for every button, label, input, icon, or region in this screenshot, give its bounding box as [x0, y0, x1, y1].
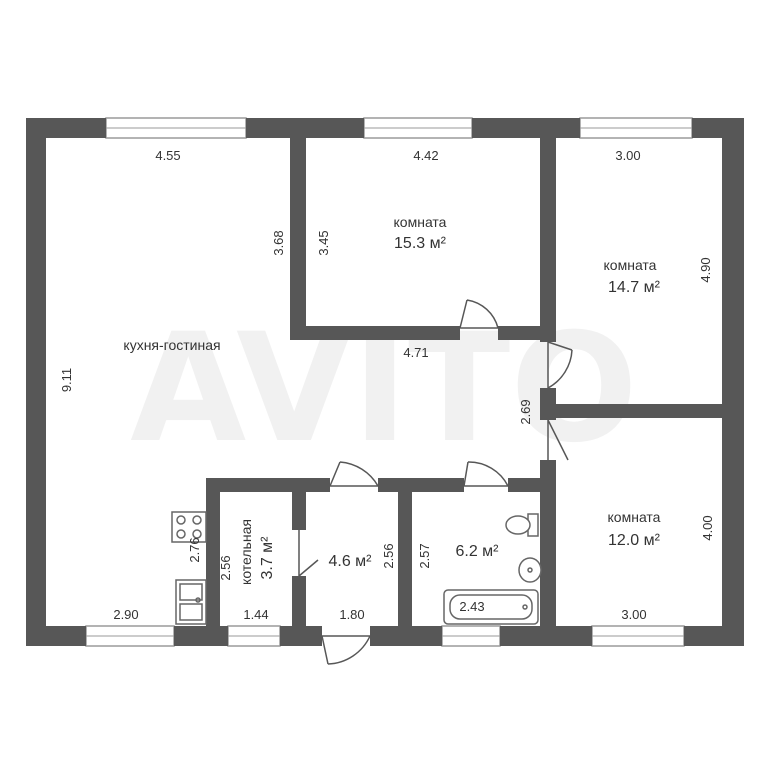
- dim-bathtub-length: 2.43: [459, 599, 484, 614]
- bathroom-area: 6.2 м²: [455, 543, 499, 560]
- boiler-area: 3.7 м²: [259, 536, 276, 580]
- dim-room-right-top-height: 4.90: [698, 257, 713, 282]
- dim-kitchen-inner-right: 3.68: [271, 230, 286, 255]
- dim-hall-height: 2.56: [381, 543, 396, 568]
- dim-corridor-width: 4.71: [403, 345, 428, 360]
- door-room-top: [459, 299, 499, 329]
- dim-kitchen-counter: 2.76: [187, 537, 202, 562]
- dim-room-right-bottom-width: 3.00: [621, 607, 646, 622]
- dim-room-right-top-width: 3.00: [615, 148, 640, 163]
- door-entrance: [321, 635, 371, 665]
- doors: [298, 299, 573, 665]
- dim-boiler-height: 2.56: [218, 555, 233, 580]
- room-top-name: комната: [394, 214, 447, 230]
- dim-kitchen-bottom-width: 2.90: [113, 607, 138, 622]
- door-right-bottom: [547, 419, 569, 461]
- room-right-bottom-area: 12.0 м²: [608, 532, 661, 549]
- dim-room-right-bottom-height: 4.00: [700, 515, 715, 540]
- room-top-area: 15.3 м²: [394, 235, 447, 252]
- door-boiler: [298, 530, 319, 577]
- dim-kitchen-top-width: 4.55: [155, 148, 180, 163]
- dim-corridor-depth: 2.69: [518, 399, 533, 424]
- room-right-top-name: комната: [604, 257, 657, 273]
- walls: [26, 118, 744, 646]
- toilet-icon: [505, 513, 539, 537]
- dim-boiler-width: 1.44: [243, 607, 268, 622]
- kitchen-living-name: кухня-гостиная: [123, 337, 220, 353]
- dim-kitchen-height: 9.11: [59, 368, 74, 392]
- door-right-top: [547, 341, 573, 389]
- bathtub-icon: [443, 589, 539, 625]
- stove-icon: [171, 511, 207, 543]
- room-right-bottom-name: комната: [608, 509, 661, 525]
- room-right-top-area: 14.7 м²: [608, 279, 661, 296]
- door-hall: [329, 461, 379, 487]
- washbasin-icon: [518, 557, 542, 583]
- hall-area: 4.6 м²: [328, 553, 372, 570]
- door-bath: [463, 461, 509, 487]
- dim-room-top-height: 3.45: [316, 230, 331, 255]
- dim-bathroom-height: 2.57: [417, 543, 432, 568]
- dim-hall-width: 1.80: [339, 607, 364, 622]
- fixtures: [171, 511, 542, 625]
- room-labels: кухня-гостиная комната 15.3 м² комната 1…: [123, 214, 660, 585]
- boiler-name: котельная: [238, 519, 254, 585]
- kitchen-sink-icon: [175, 579, 207, 625]
- dimension-labels: 4.55 9.11 3.68 2.90 2.76 4.42 3.45 4.71 …: [59, 148, 715, 622]
- dim-room-top-width: 4.42: [413, 148, 438, 163]
